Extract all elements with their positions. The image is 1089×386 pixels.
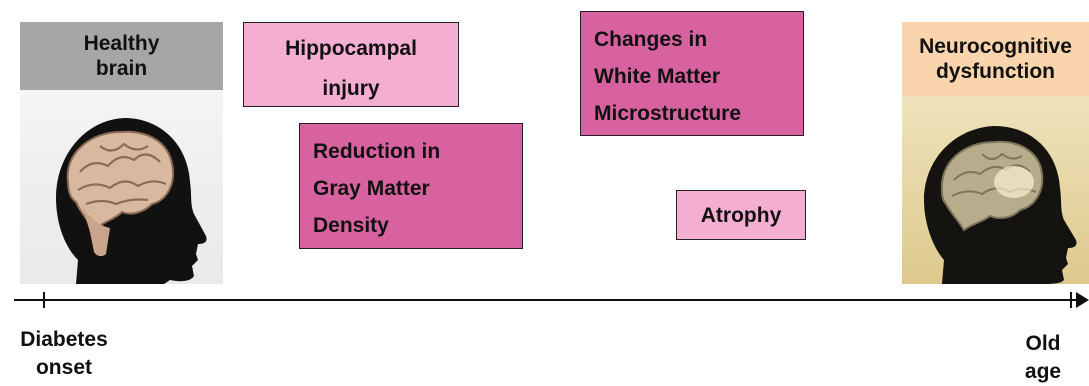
stage-gray-matter-reduction: Reduction in Gray Matter Density <box>299 123 523 249</box>
stage-white-matter-label: Changes in White Matter Microstructure <box>594 28 742 125</box>
healthy-brain-panel: Healthy brain <box>20 22 223 284</box>
neurocognitive-dysfunction-label: Neurocognitive dysfunction <box>902 22 1089 96</box>
stage-hippocampal-injury-label: Hippocampal injury <box>285 37 417 100</box>
brain-icon <box>66 130 174 232</box>
neurocognitive-dysfunction-panel: Neurocognitive dysfunction <box>902 22 1089 284</box>
stage-atrophy-label: Atrophy <box>700 204 782 227</box>
aging-head-icon <box>924 126 1077 284</box>
timeline-arrow-icon <box>1076 292 1089 308</box>
healthy-brain-label: Healthy brain <box>20 22 223 90</box>
stage-gray-matter-label: Reduction in Gray Matter Density <box>313 140 441 237</box>
healthy-head-icon <box>56 118 207 284</box>
stage-white-matter-changes: Changes in White Matter Microstructure <box>580 11 804 136</box>
stage-atrophy: Atrophy <box>676 190 806 240</box>
brain-icon <box>940 140 1044 232</box>
timeline-start-label: Diabetes onset <box>20 328 108 379</box>
stage-hippocampal-injury: Hippocampal injury <box>243 22 459 107</box>
timeline-end-label: Old age <box>1024 332 1062 383</box>
timeline-axis <box>14 292 1089 308</box>
